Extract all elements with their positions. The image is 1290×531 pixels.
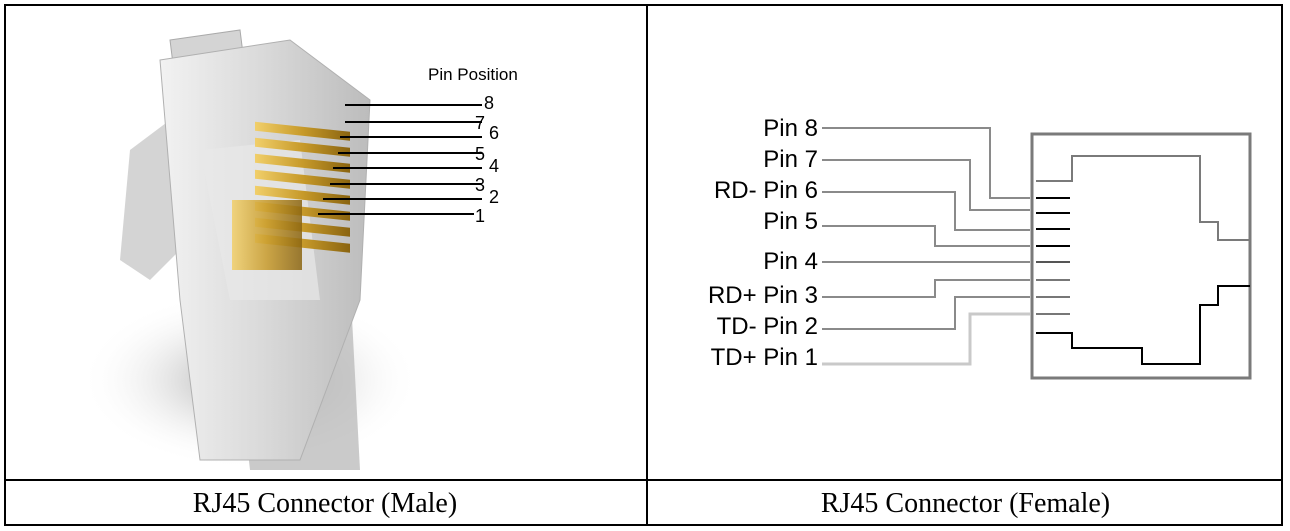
pin-label-1: TD+ Pin 1 (711, 344, 818, 371)
pin-label-6: RD- Pin 6 (714, 177, 818, 204)
pin-number-7: 7 (475, 113, 485, 133)
rj45-male-illustration: Pin Position 8 7 6 5 4 3 2 1 (80, 29, 518, 470)
pin-leader-lines (318, 104, 482, 215)
wire-pin-1 (822, 312, 1030, 366)
caption-male: RJ45 Connector (Male) (192, 488, 458, 519)
wire-pin-6 (822, 191, 1030, 231)
caption-female: RJ45 Connector (Female) (820, 488, 1111, 519)
table-row-divider (4, 479, 1283, 481)
pin-wire-traces (822, 127, 1030, 366)
pin-number-2: 2 (489, 187, 499, 207)
wire-pin-3 (822, 279, 1030, 298)
gold-contacts (232, 121, 350, 270)
pin-position-label: Pin Position (428, 65, 518, 84)
pin-number-1: 1 (475, 206, 485, 226)
table-frame (4, 4, 1283, 526)
jack-cavity-outline (1036, 155, 1250, 365)
pin-number-3: 3 (475, 175, 485, 195)
pin-number-6: 6 (489, 123, 499, 143)
pin-label-5: Pin 5 (763, 208, 818, 235)
pin-label-4: Pin 4 (763, 248, 818, 275)
pin-label-8: Pin 8 (763, 115, 818, 142)
rj45-female-diagram: Pin 8 Pin 7 RD- Pin 6 Pin 5 Pin 4 RD+ Pi… (708, 115, 1252, 380)
wire-pin-5 (822, 225, 1030, 247)
pin-number-8: 8 (484, 93, 494, 113)
pin-label-3: RD+ Pin 3 (708, 282, 818, 309)
jack-housing-outline (1030, 132, 1252, 380)
wire-pin-2 (822, 296, 1030, 330)
contact-blade-block (232, 200, 302, 270)
table-column-divider (646, 4, 648, 526)
pin-number-5: 5 (475, 144, 485, 164)
wire-pin-8 (822, 127, 1030, 199)
jack-contact-stubs (1036, 197, 1070, 315)
wire-pin-7 (822, 159, 1030, 211)
pin-label-7: Pin 7 (763, 146, 818, 173)
pin-number-4: 4 (489, 156, 499, 176)
pin-label-2: TD- Pin 2 (717, 313, 818, 340)
